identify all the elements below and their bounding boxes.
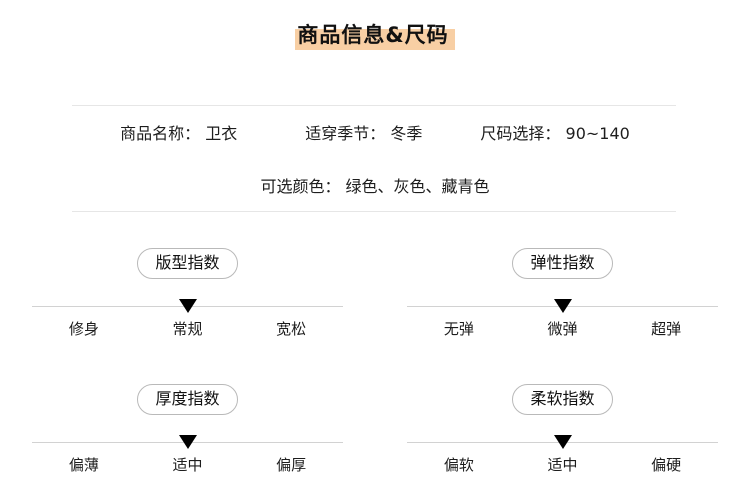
index-cell-elasticity: 弹性指数 无弹 微弹 超弹	[375, 232, 750, 368]
color-value: 绿色、灰色、藏青色	[345, 176, 490, 196]
index-pill-container-elasticity: 弹性指数	[375, 232, 750, 279]
index-scale-line-softness	[407, 435, 718, 449]
page-title: 商品信息&尺码	[295, 20, 455, 50]
index-option-thickness-2: 偏厚	[276, 456, 307, 474]
page-title-container: 商品信息&尺码	[0, 0, 750, 50]
index-cell-softness: 柔软指数 偏软 适中 偏硬	[375, 368, 750, 504]
index-option-elasticity-1: 微弹	[547, 320, 578, 338]
size-label: 尺码选择：	[480, 123, 561, 143]
size-item: 尺码选择： 90~140	[480, 120, 629, 144]
product-info-row: 商品名称： 卫衣 适穿季节： 冬季 尺码选择： 90~140	[0, 105, 750, 158]
index-marker-softness	[553, 435, 572, 449]
color-item: 可选颜色： 绿色、灰色、藏青色	[260, 173, 489, 197]
index-scale-line-thickness	[32, 435, 343, 449]
index-marker-fit	[178, 299, 197, 313]
product-name-item: 商品名称： 卫衣	[120, 120, 237, 144]
index-marker-thickness	[178, 435, 197, 449]
product-name-value: 卫衣	[205, 123, 238, 143]
index-option-elasticity-2: 超弹	[651, 320, 682, 338]
index-title-elasticity: 弹性指数	[512, 248, 613, 279]
index-option-fit-2: 宽松	[276, 320, 307, 338]
product-info-block: 商品名称： 卫衣 适穿季节： 冬季 尺码选择： 90~140 可选颜色： 绿色、…	[0, 105, 750, 211]
index-title-softness: 柔软指数	[512, 384, 613, 415]
product-name-label: 商品名称：	[120, 123, 201, 143]
divider-bottom	[72, 211, 676, 212]
product-color-row: 可选颜色： 绿色、灰色、藏青色	[0, 158, 750, 211]
index-option-elasticity-0: 无弹	[443, 320, 474, 338]
index-marker-elasticity	[553, 299, 572, 313]
index-scale-line-elasticity	[407, 299, 718, 313]
index-option-fit-0: 修身	[68, 320, 99, 338]
index-pill-container-fit: 版型指数	[0, 232, 375, 279]
season-item: 适穿季节： 冬季	[305, 120, 422, 144]
index-option-softness-2: 偏硬	[651, 456, 682, 474]
index-option-softness-1: 适中	[547, 456, 578, 474]
index-cell-fit: 版型指数 修身 常规 宽松	[0, 232, 375, 368]
index-scale-line-fit	[32, 299, 343, 313]
index-option-thickness-1: 适中	[172, 456, 203, 474]
index-pill-container-softness: 柔软指数	[375, 368, 750, 415]
index-option-softness-0: 偏软	[443, 456, 474, 474]
index-scale-labels-softness: 偏软 适中 偏硬	[407, 454, 718, 475]
season-label: 适穿季节：	[305, 123, 386, 143]
index-pill-container-thickness: 厚度指数	[0, 368, 375, 415]
season-value: 冬季	[390, 123, 423, 143]
size-value: 90~140	[565, 123, 630, 143]
color-label: 可选颜色：	[260, 176, 341, 196]
index-grid: 版型指数 修身 常规 宽松 弹性指数 无弹 微弹 超弹 厚度指数	[0, 232, 750, 504]
index-scale-labels-fit: 修身 常规 宽松	[32, 318, 343, 339]
index-scale-labels-thickness: 偏薄 适中 偏厚	[32, 454, 343, 475]
index-title-fit: 版型指数	[137, 248, 238, 279]
index-title-thickness: 厚度指数	[137, 384, 238, 415]
index-option-fit-1: 常规	[172, 320, 203, 338]
index-option-thickness-0: 偏薄	[68, 456, 99, 474]
index-cell-thickness: 厚度指数 偏薄 适中 偏厚	[0, 368, 375, 504]
divider-top	[72, 105, 676, 106]
index-scale-labels-elasticity: 无弹 微弹 超弹	[407, 318, 718, 339]
